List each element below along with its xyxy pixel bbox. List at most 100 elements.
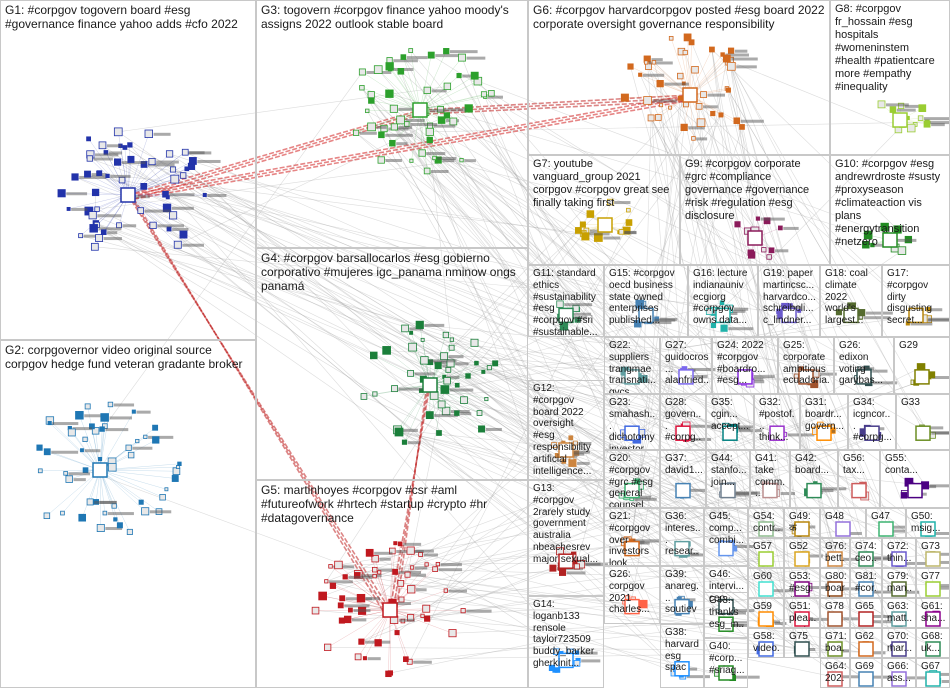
group-label: G3: togovern #corpgov finance yahoo mood… <box>261 3 525 31</box>
group-cell-g64: G64: 202... <box>820 658 850 688</box>
group-label: G17: #corpgov dirty disgusting secret... <box>887 268 947 327</box>
group-label: G36: interes... resear... highpa... <box>665 511 701 566</box>
group-cell-g54: G54: contr... <box>748 508 784 538</box>
group-label: G8: #corpgov fr_hossain #esg hospitals #… <box>835 3 947 94</box>
group-cell-g67: G67 <box>916 658 950 688</box>
group-label: G69 <box>855 661 879 673</box>
group-cell-g42: G42: board... <box>790 450 838 508</box>
group-label: G55: conta... <box>885 453 947 477</box>
group-cell-g71: G71: boa... <box>820 628 850 658</box>
group-cell-g56: G56: tax... <box>838 450 880 508</box>
group-label: G71: boa... <box>825 631 847 658</box>
group-cell-g6: G6: #corpgov harvardcorpgov posted #esg … <box>528 0 830 155</box>
group-cell-g62: G62 <box>850 628 882 658</box>
group-label: G21: #corpgov over investors look... <box>609 511 657 566</box>
group-cell-g34: G34: icgncor... #corpg... <box>848 394 896 450</box>
group-label: G39: anareg... soutiev <box>665 569 701 616</box>
group-label: G72: thin... <box>887 541 913 565</box>
group-cell-g25: G25: corporate ambitious ecuadoria... <box>778 337 834 394</box>
group-label: G16: lecture indianauniv ecgiorg #corpgo… <box>693 268 755 327</box>
group-cell-g68: G68: uk... <box>916 628 950 658</box>
group-label: G37: david1... <box>665 453 703 477</box>
group-cell-g77: G77 <box>916 568 950 598</box>
group-label: G53: #esg #cor... <box>789 571 817 598</box>
group-cell-g75: G75 <box>784 628 820 658</box>
group-cell-g39: G39: anareg... soutiev <box>660 566 704 624</box>
group-label: G15: #corpgov oecd business state owned … <box>609 268 685 327</box>
group-label: G28: govern... #corpg... silicon... <box>665 397 703 450</box>
group-label: G7: youtube vanguard_group 2021 corpgov … <box>533 158 677 210</box>
group-cell-g12: G12: #corpgov board 2022 oversight #esg … <box>528 380 604 480</box>
group-label: G78 <box>825 601 847 613</box>
group-label: G50: msig... <box>911 511 947 535</box>
group-cell-g9: G9: #corpgov corporate #grc #compliance … <box>680 155 830 265</box>
group-label: G20: #corpgov #grc #esg general counsel.… <box>609 453 657 508</box>
group-cell-g44: G44: stanfo... join... <box>706 450 750 508</box>
group-label: G67 <box>921 661 947 673</box>
group-label: G48 <box>825 511 863 523</box>
group-label: G77 <box>921 571 947 583</box>
group-label: G75 <box>789 631 817 643</box>
group-label: G64: 202... <box>825 661 847 688</box>
group-cell-g22: G22: suppliers trangmae transnati... gvc… <box>604 337 660 394</box>
group-cell-g33: G33 <box>896 394 950 450</box>
group-cell-g48: G48 <box>820 508 866 538</box>
group-cell-g63: G63: matt... <box>882 598 916 628</box>
group-label: G4: #corpgov barsallocarlos #esg gobiern… <box>261 251 525 293</box>
group-cell-g43: G43: thanks esg_in... <box>704 592 748 638</box>
group-label: G76: bett... <box>825 541 847 568</box>
group-label: G51: plea... part... <box>789 601 817 628</box>
group-label: G1: #corpgov togovern board #esg #govern… <box>5 3 253 31</box>
group-label: G45: comp... combi... <box>709 511 745 546</box>
group-label: G10: #corpgov #esg andrewrdroste #susty … <box>835 158 947 249</box>
group-cell-g53: G53: #esg #cor... <box>784 568 820 598</box>
group-cell-g7: G7: youtube vanguard_group 2021 corpgov … <box>528 155 680 265</box>
group-label: G81: #cor... <box>855 571 879 598</box>
group-label: G59 <box>753 601 781 613</box>
group-label: G70: mar... <box>887 631 913 655</box>
group-label: G65 <box>855 601 879 613</box>
group-cell-g70: G70: mar... <box>882 628 916 658</box>
group-label: G49: क न् र <box>789 511 817 538</box>
group-cell-g37: G37: david1... <box>660 450 706 508</box>
group-cell-g47: G47 <box>866 508 906 538</box>
group-label: G27: guidocros... alanfried... <box>665 340 709 394</box>
group-cell-g16: G16: lecture indianauniv ecgiorg #corpgo… <box>688 265 758 337</box>
group-cell-g55: G55: conta... <box>880 450 950 508</box>
group-cell-g66: G66: ass... <box>882 658 916 688</box>
group-label: G31: boardr... govern... <box>805 397 845 432</box>
group-cell-g76: G76: bett... <box>820 538 850 568</box>
group-label: G62 <box>855 631 879 643</box>
group-cell-g59: G59 <box>748 598 784 628</box>
group-label: G2: corpgovernor video original source c… <box>5 343 253 371</box>
group-cell-g5: G5: martinhoyes #corpgov #csr #aml #futu… <box>256 480 528 688</box>
group-label: G60 <box>753 571 781 583</box>
group-cell-g78: G78 <box>820 598 850 628</box>
group-cell-g80: G80: board <box>820 568 850 598</box>
group-label: G41: take comm... <box>755 453 787 500</box>
group-cell-g14: G14: loganb133 rensole taylor723509 budd… <box>528 596 604 688</box>
group-label: G26: corpgov 2021 charles... <box>609 569 657 616</box>
group-cell-g11: G11: standard ethics #sustainability #es… <box>528 265 604 337</box>
group-label: G56: tax... <box>843 453 877 477</box>
group-cell-g45: G45: comp... combi... <box>704 508 748 566</box>
group-cell-g19: G19: paper martincsc... harvardco... sch… <box>758 265 820 337</box>
group-label: G25: corporate ambitious ecuadoria... <box>783 340 831 394</box>
group-label: G6: #corpgov harvardcorpgov posted #esg … <box>533 3 827 31</box>
group-label: G80: board <box>825 571 847 598</box>
group-label: G61: sha... <box>921 601 947 625</box>
group-cell-g1: G1: #corpgov togovern board #esg #govern… <box>0 0 256 340</box>
group-label: G19: paper martincsc... harvardco... sch… <box>763 268 817 327</box>
group-label: G44: stanfo... join... <box>711 453 747 488</box>
group-cell-g29: G29 <box>894 337 950 394</box>
group-cell-g23: G23: smahash... dichotomy investor quick… <box>604 394 660 450</box>
group-label: G29 <box>899 340 947 352</box>
group-cell-g4: G4: #corpgov barsallocarlos #esg gobiern… <box>256 248 528 480</box>
group-label: G34: icgncor... #corpg... <box>853 397 893 444</box>
group-cell-g2: G2: corpgovernor video original source c… <box>0 340 256 688</box>
group-cell-g20: G20: #corpgov #grc #esg general counsel.… <box>604 450 660 508</box>
group-cell-g26b: G26: edixon voting garybas... <box>834 337 894 394</box>
group-label: G24: 2022 #corpgov #boardro... #esg... <box>717 340 775 387</box>
group-cell-g27: G27: guidocros... alanfried... <box>660 337 712 394</box>
group-cell-g52: G52 <box>784 538 820 568</box>
